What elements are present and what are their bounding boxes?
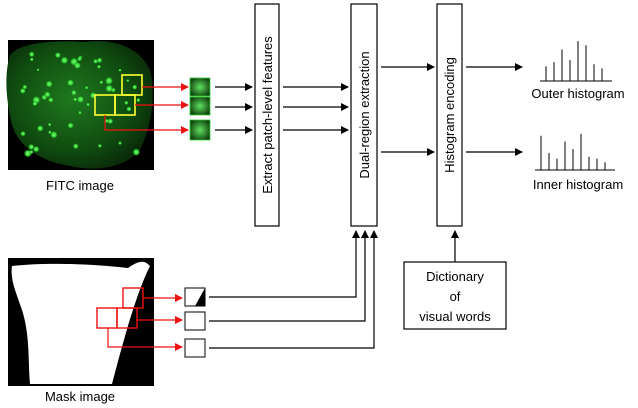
fluorescent-spot (124, 100, 129, 106)
fluorescent-spot (76, 95, 85, 104)
fluorescent-spot (136, 97, 141, 103)
fluorescent-spot (32, 145, 40, 153)
fitc-image (6, 40, 154, 170)
fluorescent-spot (36, 124, 44, 132)
fluorescent-spot (105, 84, 114, 93)
fluorescent-spot (72, 143, 79, 150)
fluorescent-spot (84, 85, 89, 90)
inner-histogram-glyph (535, 133, 615, 171)
dual-region-stage-box: Dual-region extraction (350, 3, 378, 227)
mask-to-dual-arrows (209, 230, 378, 349)
fluorescent-spot (73, 61, 82, 70)
dictionary-line-3: visual words (419, 309, 491, 324)
fluorescent-spot (107, 118, 114, 125)
dual-region-stage-label: Dual-region extraction (357, 51, 372, 178)
fluorescent-spot (45, 80, 53, 88)
fluorescent-spot (77, 56, 83, 62)
mask-image (8, 258, 154, 386)
histogram-encoding-stage-label: Histogram encoding (442, 57, 457, 173)
fluorescent-spot (67, 122, 74, 129)
fluorescent-spot (47, 97, 54, 103)
dictionary-line-1: Dictionary (426, 269, 484, 284)
mask-patch-boundary (184, 287, 206, 307)
fluorescent-spot (36, 68, 40, 72)
fluorescent-spot (99, 80, 104, 85)
fluorescent-spot (70, 89, 77, 96)
outer-histogram-label: Outer histogram (531, 86, 624, 101)
mask-caption: Mask image (45, 389, 115, 404)
outer-histogram-glyph (540, 41, 612, 82)
fitc-patches (189, 77, 211, 141)
fluorescent-spot (126, 106, 132, 112)
fitc-patch-arrows (104, 83, 189, 134)
fluorescent-spot (96, 64, 102, 69)
fluorescent-spot (132, 84, 138, 90)
fluorescent-spot (32, 100, 38, 107)
fluorescent-spot (86, 102, 91, 107)
fluorescent-spot (54, 52, 62, 59)
fluorescent-spot (28, 51, 35, 58)
extract-stage-label: Extract patch-level features (260, 36, 275, 194)
fluorescent-spot (73, 97, 78, 102)
dictionary-line-2: of (450, 289, 461, 304)
mask-patches (184, 287, 206, 358)
fluorescent-spot (132, 148, 141, 157)
extract-to-dual-arrows (283, 83, 349, 134)
fluorescent-spot (97, 143, 102, 148)
fluorescent-spot (104, 76, 114, 86)
fluorescent-spot (29, 57, 34, 62)
dual-to-histogram-arrows (381, 63, 435, 156)
fluorescent-spot (66, 79, 75, 87)
fluorescent-spot (118, 68, 122, 72)
fluorescent-spot (60, 56, 69, 65)
fluorescent-spot (50, 130, 58, 139)
fluorescent-spot (44, 91, 51, 98)
mask-highlight-box (96, 307, 118, 329)
extract-stage-box: Extract patch-level features (254, 3, 280, 227)
histogram-encoding-stage-box: Histogram encoding (436, 3, 463, 227)
fluorescent-spot (78, 110, 82, 115)
fitc-patch (189, 96, 211, 116)
fluorescent-spot (29, 149, 34, 155)
inner-histogram-label: Inner histogram (533, 177, 623, 192)
patch-to-extract-arrows (215, 83, 253, 134)
fluorescent-spot (47, 122, 52, 127)
mask-patch (184, 311, 206, 331)
mask-patch-arrows (107, 294, 183, 351)
fluorescent-spot (93, 58, 99, 64)
histogram-output-arrows (466, 63, 523, 156)
fluorescent-spot (19, 87, 26, 94)
fluorescent-spot (20, 130, 26, 137)
fitc-caption: FITC image (46, 178, 114, 193)
fluorescent-spot (126, 79, 130, 83)
fitc-patch (189, 119, 211, 141)
fluorescent-spot (118, 141, 122, 146)
fitc-patch (189, 77, 211, 97)
dictionary-box: Dictionary of visual words (403, 261, 507, 330)
mask-patch (184, 338, 206, 358)
